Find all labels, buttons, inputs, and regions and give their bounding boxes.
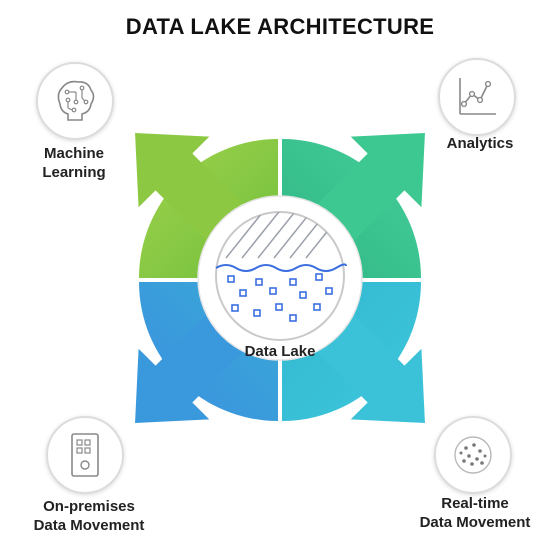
- page-title: DATA LAKE ARCHITECTURE: [125, 14, 435, 39]
- line-chart-icon: [438, 58, 516, 136]
- analytics-label: Analytics: [446, 135, 514, 152]
- server-icon: [46, 416, 124, 494]
- brain-circuit-icon: [36, 62, 114, 140]
- data-lake-icon: [215, 211, 347, 341]
- data-cluster-icon: [434, 416, 512, 494]
- data-lake-label: Data Lake: [244, 343, 316, 360]
- real-time-label: Real-time Data Movement: [419, 495, 531, 531]
- machine-learning-label: Machine Learning: [42, 145, 106, 181]
- on-premises-label: On-premises Data Movement: [33, 498, 145, 534]
